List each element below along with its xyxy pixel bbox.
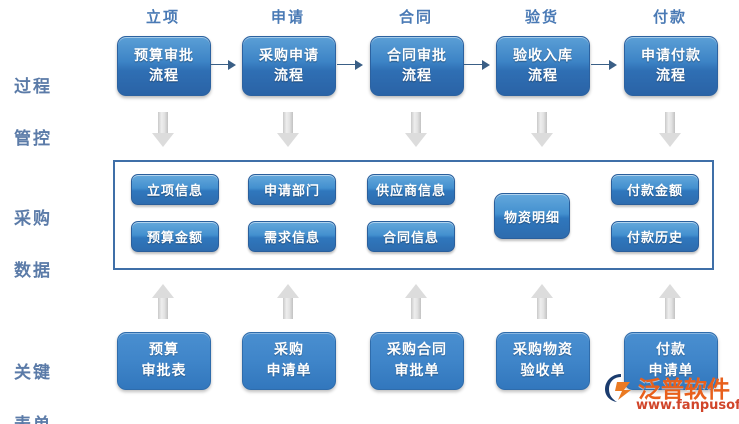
data-pill-project-info[interactable]: 立项信息 [131, 174, 219, 205]
arrow-stem [158, 112, 168, 134]
arrow-shaft [210, 64, 230, 65]
arrow-tip [531, 284, 553, 298]
data-pill-contract-info[interactable]: 合同信息 [367, 221, 455, 252]
row-label-forms-line2: 表单 [14, 412, 110, 424]
flow-arrow-right-icon-1 [210, 59, 236, 71]
arrow-down-icon-5 [659, 112, 681, 148]
process-box-3-line1: 合同审批 [387, 48, 447, 64]
watermark-url: www.fanpusoft.com [636, 398, 739, 413]
arrow-stem [411, 112, 421, 134]
purchase-data-container: 立项信息 预算金额 申请部门 需求信息 供应商信息 合同信息 物资明细 付款金额… [113, 160, 714, 270]
form-box-1-line2: 审批表 [141, 363, 187, 379]
arrow-stem [665, 112, 675, 134]
data-pill-material-details[interactable]: 物资明细 [494, 193, 570, 239]
data-pill-budget-amount[interactable]: 预算金额 [131, 221, 219, 252]
arrow-stem [411, 297, 421, 319]
form-box-1-line1: 预算 [149, 342, 179, 358]
arrow-up-icon-4 [531, 283, 553, 319]
process-box-4-line2: 流程 [528, 68, 558, 84]
arrow-stem [537, 112, 547, 134]
stage-caption-2: 申请 [270, 8, 305, 26]
form-box-4-line2: 验收单 [520, 363, 566, 379]
form-box-purchase-contract-approval-sheet[interactable]: 采购合同 审批单 [370, 332, 464, 390]
arrow-stem [283, 297, 293, 319]
form-box-2-line2: 申请单 [266, 363, 312, 379]
arrow-tip [277, 133, 299, 147]
data-pill-request-department[interactable]: 申请部门 [248, 174, 336, 205]
arrow-tip [659, 133, 681, 147]
arrow-stem [537, 297, 547, 319]
arrow-tip [277, 284, 299, 298]
process-box-5-line1: 申请付款 [641, 48, 701, 64]
arrow-up-icon-3 [405, 283, 427, 319]
form-box-3-line1: 采购合同 [387, 342, 447, 358]
data-pill-payment-history[interactable]: 付款历史 [611, 221, 699, 252]
process-box-2-line2: 流程 [274, 68, 304, 84]
arrow-head [355, 60, 363, 70]
arrow-head [482, 60, 490, 70]
form-box-budget-approval-sheet[interactable]: 预算 审批表 [117, 332, 211, 390]
arrow-up-icon-2 [277, 283, 299, 319]
row-label-data-line1: 采购 [14, 209, 52, 229]
row-label-data: 采购 数据 [14, 180, 110, 310]
form-box-5-line2: 申请单 [648, 363, 694, 379]
arrow-stem [665, 297, 675, 319]
row-label-forms-line1: 关键 [14, 363, 52, 383]
flow-arrow-right-icon-3 [464, 59, 490, 71]
arrow-down-icon-2 [277, 112, 299, 148]
stage-caption-4: 验货 [524, 8, 559, 26]
data-pill-requirement-info[interactable]: 需求信息 [248, 221, 336, 252]
row-label-process-line2: 管控 [14, 129, 52, 149]
arrow-tip [531, 133, 553, 147]
form-box-payment-request-sheet[interactable]: 付款 申请单 [624, 332, 718, 390]
process-box-5-line2: 流程 [656, 68, 686, 84]
process-box-inspection-storage[interactable]: 验收入库 流程 [496, 36, 590, 96]
arrow-tip [659, 284, 681, 298]
form-box-4-line1: 采购物资 [513, 342, 573, 358]
process-box-payment-request[interactable]: 申请付款 流程 [624, 36, 718, 96]
form-box-5-line1: 付款 [656, 342, 686, 358]
process-box-2-line1: 采购申请 [259, 48, 319, 64]
process-box-purchase-request[interactable]: 采购申请 流程 [242, 36, 336, 96]
process-box-budget-approval[interactable]: 预算审批 流程 [117, 36, 211, 96]
arrow-head [609, 60, 617, 70]
form-box-2-line1: 采购 [274, 342, 304, 358]
arrow-up-icon-5 [659, 283, 681, 319]
process-box-3-line2: 流程 [402, 68, 432, 84]
data-pill-payment-amount[interactable]: 付款金额 [611, 174, 699, 205]
process-box-1-line1: 预算审批 [134, 48, 194, 64]
process-box-contract-approval[interactable]: 合同审批 流程 [370, 36, 464, 96]
data-pill-supplier-info[interactable]: 供应商信息 [367, 174, 455, 205]
row-label-process-line1: 过程 [14, 77, 52, 97]
process-box-4-line1: 验收入库 [513, 48, 573, 64]
arrow-down-icon-1 [152, 112, 174, 148]
row-label-data-line2: 数据 [14, 261, 52, 281]
arrow-shaft [591, 64, 611, 65]
row-label-forms: 关键 表单 [14, 334, 110, 424]
arrow-tip [405, 284, 427, 298]
arrow-tip [152, 284, 174, 298]
row-label-process: 过程 管控 [14, 48, 110, 178]
arrow-shaft [337, 64, 357, 65]
process-box-1-line2: 流程 [149, 68, 179, 84]
stage-caption-5: 付款 [652, 8, 687, 26]
stage-caption-3: 合同 [398, 8, 433, 26]
form-box-material-acceptance-sheet[interactable]: 采购物资 验收单 [496, 332, 590, 390]
flow-arrow-right-icon-2 [337, 59, 363, 71]
arrow-shaft [464, 64, 484, 65]
arrow-up-icon-1 [152, 283, 174, 319]
flow-arrow-right-icon-4 [591, 59, 617, 71]
stage-caption-1: 立项 [145, 8, 180, 26]
arrow-tip [405, 133, 427, 147]
form-box-3-line2: 审批单 [394, 363, 440, 379]
arrow-head [228, 60, 236, 70]
arrow-down-icon-3 [405, 112, 427, 148]
arrow-stem [158, 297, 168, 319]
arrow-down-icon-4 [531, 112, 553, 148]
arrow-tip [152, 133, 174, 147]
form-box-purchase-request-sheet[interactable]: 采购 申请单 [242, 332, 336, 390]
arrow-stem [283, 112, 293, 134]
